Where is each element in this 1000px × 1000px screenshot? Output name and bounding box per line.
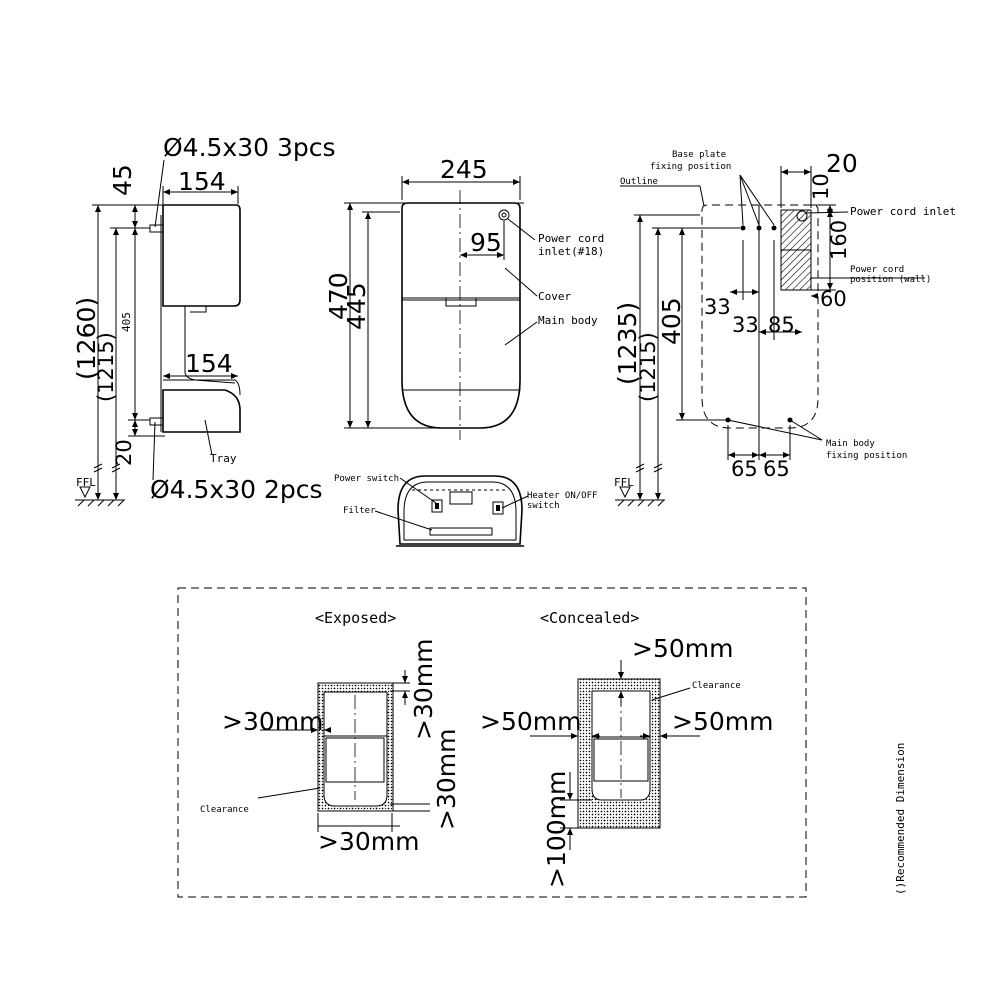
concealed-bottom-dim: >100mm bbox=[542, 771, 571, 888]
concealed-clearance-label: Clearance bbox=[692, 681, 741, 691]
bottom-view: Power switch Filter Heater ON/OFF switch bbox=[334, 474, 597, 547]
main-body-fix-label: Main body bbox=[826, 439, 875, 449]
exposed-diagram: <Exposed> >30mm >30mm >30mm >30mm Cleara… bbox=[200, 609, 461, 856]
dim-445: 445 bbox=[342, 282, 371, 330]
concealed-top-dim: >50mm bbox=[632, 634, 733, 663]
dim-20: 20 bbox=[826, 149, 858, 178]
ffl-label: FFL bbox=[76, 476, 96, 489]
filter-label: Filter bbox=[343, 506, 376, 516]
dim-1235: (1235) bbox=[613, 302, 642, 385]
dim-160: 160 bbox=[827, 220, 851, 260]
exposed-title: <Exposed> bbox=[315, 609, 396, 627]
dim-65a: 65 bbox=[731, 457, 758, 481]
exposed-bottom-dim: >30mm bbox=[318, 827, 419, 856]
clearance-box: <Exposed> >30mm >30mm >30mm >30mm Cleara… bbox=[177, 587, 807, 898]
exposed-right-dim: >30mm bbox=[432, 729, 461, 830]
dim-20: 20 bbox=[112, 439, 136, 466]
side-view: Ø4.5x30 3pcs 154 154 45 (1260) (1215) 40… bbox=[72, 133, 336, 507]
dim-1215: (1215) bbox=[636, 332, 660, 402]
dim-33b: 33 bbox=[732, 313, 759, 337]
heater-switch-label: Heater ON/OFF bbox=[527, 491, 597, 501]
dim-405: 405 bbox=[657, 297, 686, 345]
dim-154-mid: 154 bbox=[185, 349, 233, 378]
dim-470: 470 bbox=[324, 272, 353, 320]
power-switch-label: Power switch bbox=[334, 474, 399, 484]
main-body-label: Main body bbox=[538, 314, 598, 327]
dim-85: 85 bbox=[768, 313, 795, 337]
concealed-left-dim: >50mm bbox=[480, 707, 581, 736]
dim-65b: 65 bbox=[763, 457, 790, 481]
tray-label: Tray bbox=[210, 452, 237, 465]
power-cord-inlet-label: Power cord bbox=[538, 232, 604, 245]
dim-10: 10 bbox=[809, 173, 833, 200]
power-cord-inlet-label-2: inlet(#18) bbox=[538, 245, 604, 258]
ffl-label: FFL bbox=[614, 476, 634, 489]
screw-bottom-label: Ø4.5x30 2pcs bbox=[150, 475, 323, 504]
screw-top-label: Ø4.5x30 3pcs bbox=[163, 133, 336, 162]
dim-245: 245 bbox=[440, 155, 488, 184]
exposed-clearance-label: Clearance bbox=[200, 805, 249, 815]
base-plate-label-2: fixing position bbox=[650, 162, 731, 172]
power-cord-inlet-label: Power cord inlet bbox=[850, 205, 956, 218]
cover-label: Cover bbox=[538, 290, 571, 303]
main-body-fix-label-2: fixing position bbox=[826, 451, 907, 461]
concealed-diagram: <Concealed> >50mm >50mm >50mm >100mm Cle… bbox=[480, 609, 773, 888]
recommended-dimension-note: ()Recommended Dimension bbox=[894, 743, 907, 895]
exposed-left-dim: >30mm bbox=[222, 707, 323, 736]
dim-405: 405 bbox=[120, 312, 133, 332]
exposed-top-dim: >30mm bbox=[409, 639, 438, 740]
base-plate-label: Base plate bbox=[672, 150, 726, 160]
dim-1215: (1215) bbox=[94, 332, 118, 402]
heater-switch-label-2: switch bbox=[527, 501, 560, 511]
dim-45: 45 bbox=[108, 164, 137, 196]
dim-60: 60 bbox=[820, 287, 847, 311]
dim-33a: 33 bbox=[704, 295, 731, 319]
outline-label: Outline bbox=[620, 177, 658, 187]
power-cord-position-label-2: position (wall) bbox=[850, 275, 931, 285]
power-cord-position-label: Power cord bbox=[850, 265, 904, 275]
concealed-title: <Concealed> bbox=[540, 609, 639, 627]
concealed-right-dim: >50mm bbox=[672, 707, 773, 736]
dim-1260: (1260) bbox=[72, 297, 101, 380]
front-view: 245 95 470 445 Power cord inlet(#18) Cov… bbox=[324, 155, 604, 440]
dim-154-top: 154 bbox=[178, 167, 226, 196]
dim-95: 95 bbox=[470, 228, 502, 257]
rear-view: Base plate fixing position Outline 20 10… bbox=[613, 149, 956, 507]
